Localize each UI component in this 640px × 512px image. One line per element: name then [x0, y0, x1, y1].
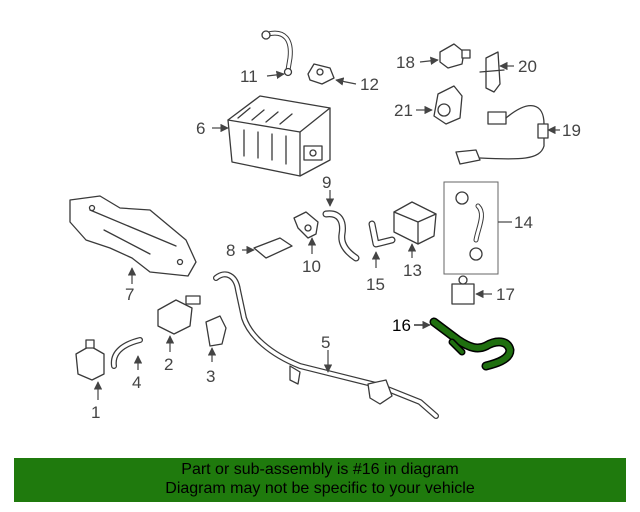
part-4-drawing[interactable] [110, 337, 143, 369]
part-12-drawing[interactable] [307, 63, 335, 85]
callout-19: 19 [562, 121, 581, 140]
callout-20: 20 [518, 57, 537, 76]
callout-6: 6 [196, 119, 205, 138]
callout-17: 17 [496, 285, 515, 304]
part-20-drawing[interactable] [479, 51, 505, 93]
callout-16: 16 [392, 316, 411, 335]
part-14-drawing[interactable] [443, 181, 499, 275]
callout-11: 11 [240, 67, 258, 86]
part-6-drawing[interactable] [227, 95, 331, 177]
callout-10: 10 [302, 257, 321, 276]
part-5-drawing[interactable] [213, 271, 439, 419]
callout-4: 4 [132, 373, 141, 392]
callout-1: 1 [91, 403, 100, 422]
callout-14: 14 [514, 213, 533, 232]
banner-line-1: Part or sub-assembly is #16 in diagram [181, 461, 459, 478]
callout-5: 5 [321, 333, 330, 352]
part-2-drawing[interactable] [157, 295, 201, 335]
part-18-drawing[interactable] [439, 43, 471, 69]
callout-2: 2 [164, 355, 173, 374]
info-banner: Part or sub-assembly is #16 in diagram D… [14, 458, 626, 502]
part-11-drawing[interactable] [261, 30, 293, 77]
callout-7: 7 [125, 285, 134, 304]
part-9-drawing[interactable] [322, 210, 360, 262]
callout-12: 12 [360, 75, 379, 94]
part-21-drawing[interactable] [433, 85, 463, 125]
callout-3: 3 [206, 367, 215, 386]
part-19-drawing[interactable] [455, 105, 549, 165]
callout-18: 18 [396, 53, 415, 72]
callout-15: 15 [366, 275, 385, 294]
callout-21: 21 [394, 101, 413, 120]
part-3-drawing[interactable] [205, 315, 227, 347]
callout-9: 9 [322, 173, 331, 192]
parts-diagram: 11 12 6 18 20 21 [69, 30, 581, 422]
callout-8: 8 [226, 241, 235, 260]
part-7-drawing[interactable] [69, 195, 197, 277]
part-16-highlighted[interactable] [429, 317, 515, 371]
part-15-drawing[interactable] [368, 220, 396, 248]
part-13-drawing[interactable] [393, 201, 437, 245]
part-10-drawing[interactable] [293, 211, 319, 239]
banner-line-2: Diagram may not be specific to your vehi… [165, 480, 475, 497]
part-17-drawing[interactable] [451, 275, 475, 305]
part-1-drawing[interactable] [75, 339, 105, 381]
part-8-drawing[interactable] [253, 237, 293, 259]
callout-13: 13 [403, 261, 422, 280]
